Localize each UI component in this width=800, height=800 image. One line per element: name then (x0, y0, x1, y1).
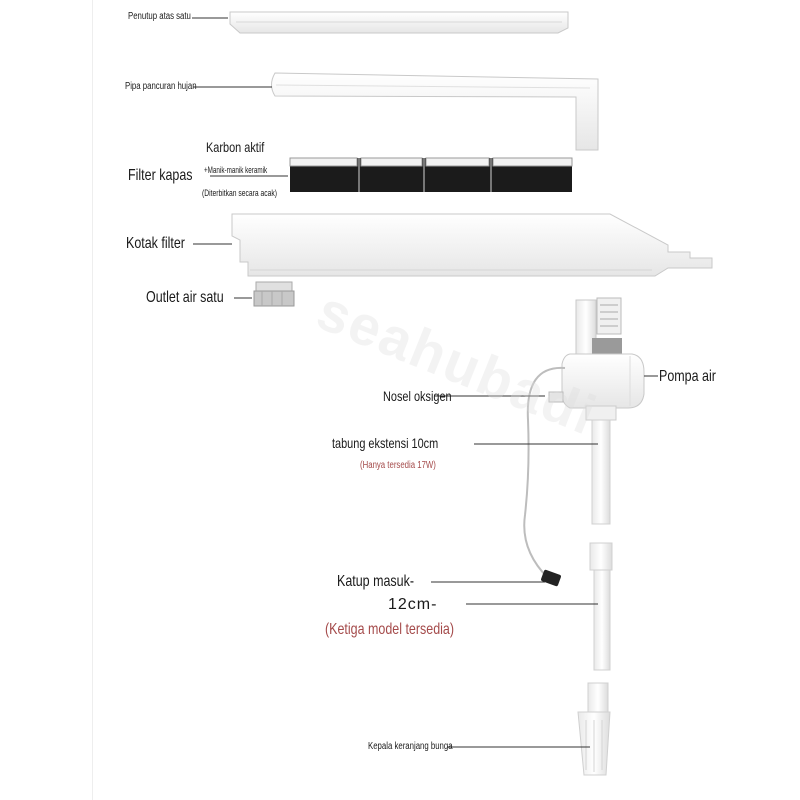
label-water-outlet: Outlet air satu (146, 289, 224, 306)
label-random-dist: (Diterbitkan secara acak) (202, 188, 278, 198)
leader-lines (192, 17, 658, 748)
label-extension-tube: tabung ekstensi 10cm (332, 435, 439, 451)
label-only-17w: (Hanya tersedia 17W) (360, 460, 436, 471)
water-outlet-part (253, 281, 295, 307)
air-hose (523, 366, 566, 579)
top-cover-part (229, 11, 569, 34)
label-activated-carbon: Karbon aktif (206, 139, 265, 155)
label-three-models: (Ketiga model tersedia) (325, 621, 455, 638)
rain-pipe-part (271, 72, 599, 151)
label-cotton-filter: Filter kapas (128, 167, 193, 184)
filter-box-part (231, 213, 713, 277)
label-flower-basket-head: Kepala keranjang bunga (368, 741, 453, 752)
tube-12cm-part (589, 542, 613, 671)
extension-tube-part (591, 419, 611, 525)
label-filter-box: Kotak filter (126, 235, 185, 252)
label-intake-valve: Katup masuk- (337, 573, 415, 590)
flower-basket-head-part (577, 682, 611, 776)
filter-cartridges (289, 157, 573, 192)
label-rain-pipe: Pipa pancuran hujan (125, 81, 197, 92)
intake-valve-part (541, 569, 561, 587)
label-12cm: 12cm- (388, 596, 438, 613)
label-top-cover: Penutup atas satu (128, 11, 191, 22)
label-ceramic-beads: +Manik-manik keramik (204, 165, 268, 175)
left-guide-line (92, 0, 93, 800)
water-pump-part (548, 297, 645, 421)
label-water-pump: Pompa air (659, 368, 716, 385)
label-oxygen-nozzle: Nosel oksigen (383, 388, 452, 404)
